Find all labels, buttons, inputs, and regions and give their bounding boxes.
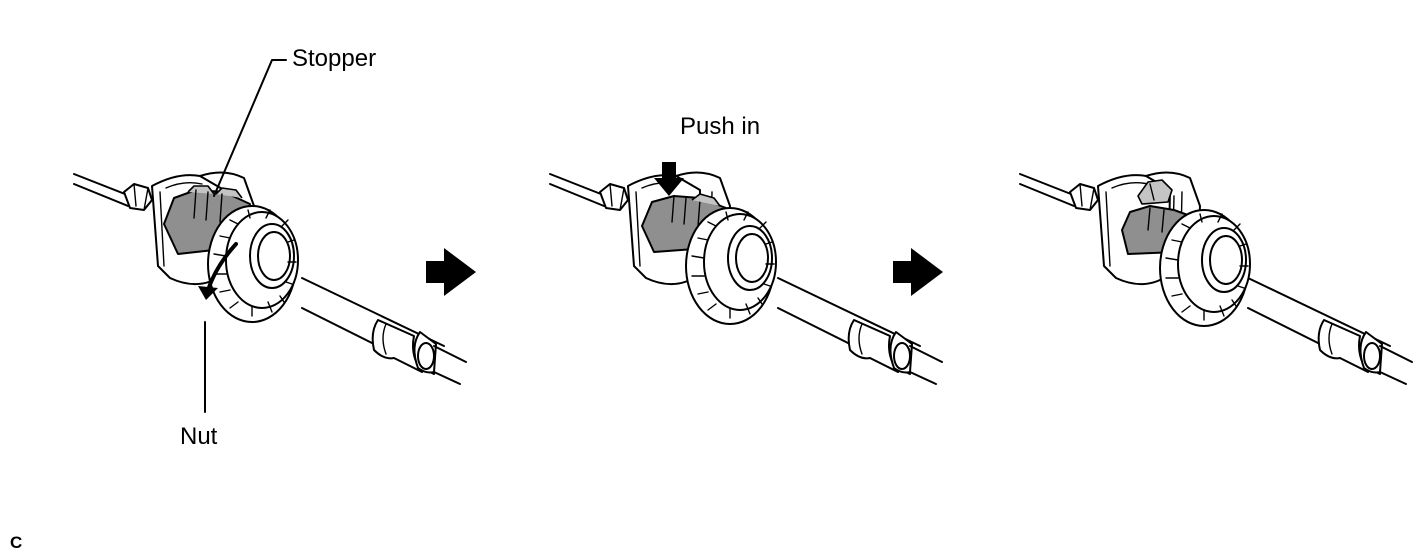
connector-step-3 (1019, 171, 1413, 385)
step-arrow-1 (426, 248, 476, 296)
connector-step-1 (73, 171, 467, 385)
step-arrow-2 (893, 248, 943, 296)
stopper-label: Stopper (292, 45, 376, 72)
stopper-callout: Stopper (213, 45, 376, 197)
nut-label: Nut (180, 423, 218, 450)
push-in-callout: Push in (654, 113, 760, 196)
nut-callout: Nut (180, 321, 218, 450)
connector-step-2 (549, 171, 943, 385)
push-in-arrow (654, 162, 684, 196)
push-in-label: Push in (680, 113, 760, 140)
figure-code: C (10, 533, 22, 552)
stopper-leader-line (213, 59, 287, 197)
nut-rotation-arrow (198, 242, 238, 300)
